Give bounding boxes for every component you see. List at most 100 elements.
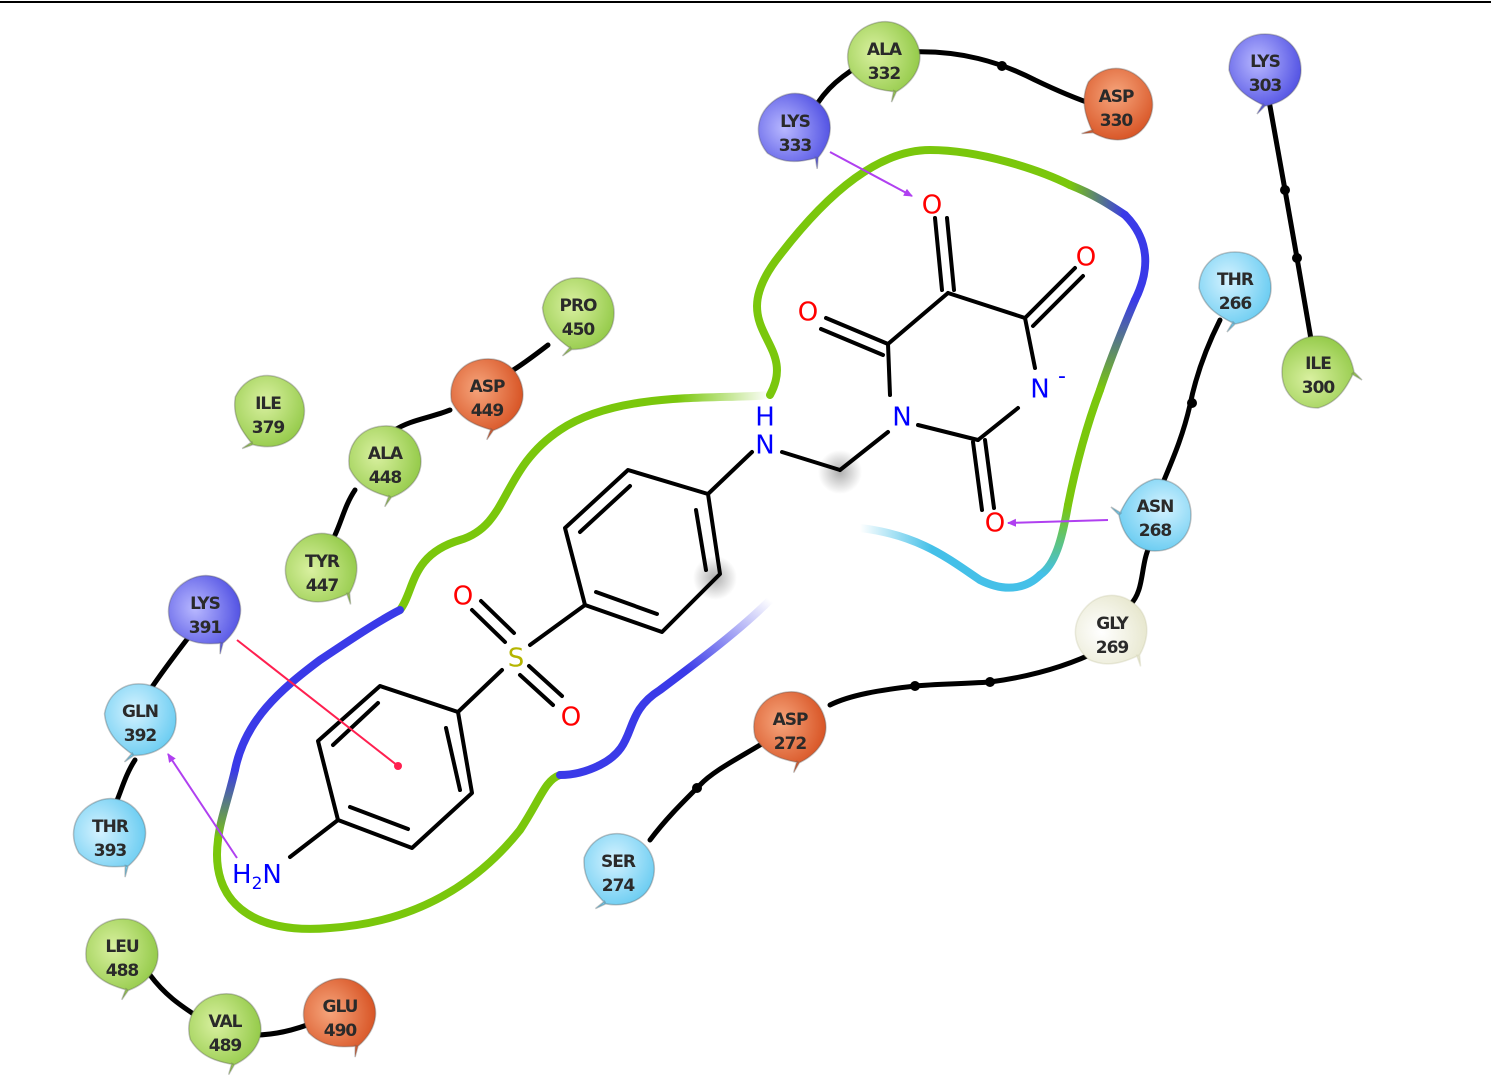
residue-marker [233,374,306,450]
residue-name: LYS [190,594,220,614]
backbone-dots [692,61,1302,793]
residue-marker [583,832,656,910]
residue-name: ASN [1137,497,1174,517]
residue-number: 333 [779,136,812,156]
residue-glu490: GLU 490 [302,977,377,1058]
pocket-outline [213,145,1150,933]
residue-name: LYS [780,112,810,132]
residue-marker [188,993,262,1075]
residue-number: 490 [324,1021,358,1041]
residue-number: 300 [1302,378,1336,398]
ligand: O O O O N - N H N S O O H2N [232,191,1096,895]
atom-oxygen: O [985,509,1005,539]
residue-marker [1228,33,1302,115]
residue-marker [72,797,147,878]
residue-ser274: SER 274 [583,832,656,910]
pocket-segment-green-cyan [1036,501,1072,579]
chain-391-392 [147,635,191,693]
residue-asp330: ASP 330 [1081,67,1154,141]
atom-oxygen: O [922,191,942,221]
ring-centroid [394,762,402,770]
residue-marker [846,20,921,103]
residue-name: LYS [1250,52,1280,72]
pocket-segment-green-top [753,145,1074,399]
residue-lys303: LYS 303 [1228,33,1302,115]
residue-number: 447 [306,576,339,596]
residue-marker [1074,594,1148,667]
atom-amine-nitrogen: H2N [232,860,282,894]
residue-marker [284,532,358,605]
residue-marker [348,425,422,508]
residue-number: 489 [209,1036,242,1056]
residue-number: 266 [1219,294,1252,314]
residue-number: 330 [1100,111,1134,131]
pocket-segment-green-right [1064,386,1104,509]
residue-name: ILE [255,394,281,414]
atom-hydrogen: H [755,403,775,433]
amine-hydrogen: H [232,860,252,890]
pocket-segment-green-bottom [213,771,564,933]
hbond-lys333 [829,151,913,197]
hbond-asn268 [1007,518,1109,527]
atom-oxygen: O [453,582,473,612]
pocket-segment-blue-green-left [214,766,239,844]
atom-sulfur: S [508,644,525,674]
residue-ile379: ILE 379 [233,374,306,450]
residue-name: THR [92,817,129,837]
residue-name: ASP [1099,87,1134,107]
residue-name: ALA [867,40,903,60]
hbond-gln392 [167,753,238,859]
cation-pi-lys391 [236,639,399,767]
residue-name: ASP [470,377,505,397]
residue-lys333: LYS 333 [757,92,831,169]
residue-marker [541,277,615,357]
residue-marker [450,358,524,441]
atom-oxygen: O [1076,243,1096,273]
residue-number: 488 [106,961,139,981]
backbone-dot [1187,398,1197,408]
amine-subscript: 2 [252,874,263,894]
pocket-segment-blue-bottom [556,596,774,779]
residue-number: 268 [1139,521,1172,541]
pocket-segment-blue-green [1096,296,1139,394]
chain-272-274 [647,742,763,843]
residue-name: GLY [1096,614,1129,634]
residue-name: PRO [559,296,597,316]
backbone-dot [692,783,702,793]
residue-marker [302,977,377,1058]
residue-number: 303 [1249,76,1282,96]
backbone-dot [985,677,995,687]
atom-oxygen: O [561,703,581,733]
residue-number: 274 [602,876,636,896]
residue-name: GLN [122,702,158,722]
atom-nitrogen: N [755,431,774,461]
residue-name: ALA [368,444,404,464]
residue-marker [103,683,177,763]
atom-oxygen: O [798,298,818,328]
residue-ile300: ILE 300 [1281,335,1363,409]
backbone-chains [112,49,1315,1038]
residue-name: TYR [305,552,340,572]
residues: ALA332ASP330LYS333LYS303THR266ILE300PRO4… [72,20,1363,1075]
residue-name: GLU [323,997,358,1017]
residue-name: ILE [1305,354,1331,374]
residue-number: 379 [252,418,285,438]
residue-marker [757,92,831,169]
chain-449-448 [392,407,453,433]
chain-448-447 [332,487,358,538]
residue-name: LEU [105,937,138,957]
residue-name: SER [601,852,636,872]
residue-asn268: ASN 268 [1110,478,1192,552]
ligand-atoms: O O O O N - N H N S O O H2N [232,191,1096,895]
residue-marker [1081,67,1154,141]
pocket-segment-green-left [396,391,774,614]
chain-303-300 [1265,92,1315,348]
